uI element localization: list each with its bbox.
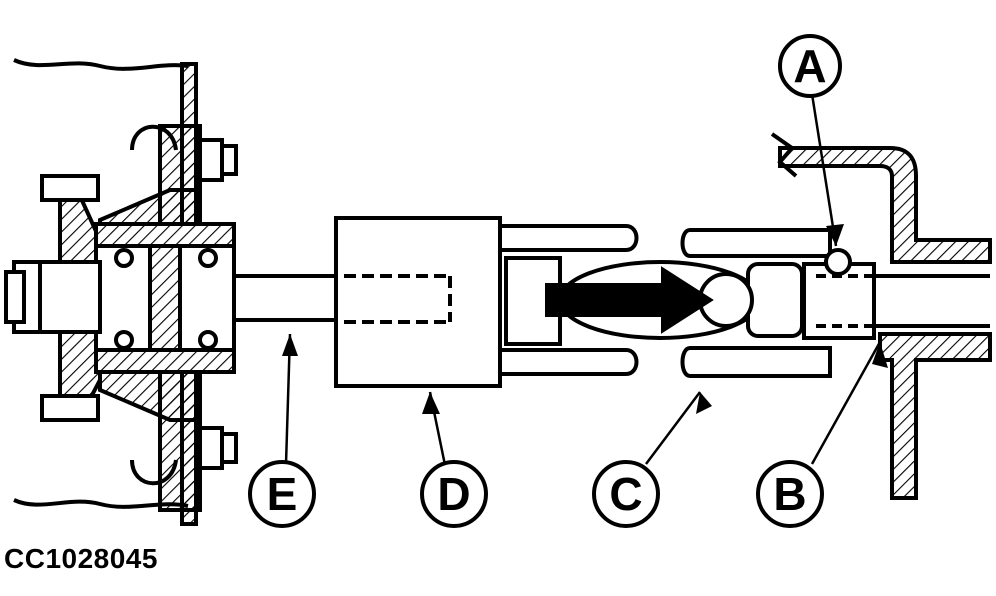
- bearing-block: [94, 222, 236, 374]
- leader-arrowheads: [282, 224, 888, 414]
- hub-bolt-bottom: [198, 426, 238, 470]
- hub-bolt-top: [198, 138, 238, 182]
- callout-e: E: [248, 460, 316, 528]
- callout-c: C: [592, 460, 660, 528]
- drive-shaft: [234, 274, 338, 322]
- coupler-sleeve: [334, 216, 502, 388]
- callout-e-label: E: [267, 468, 298, 520]
- callout-b: B: [756, 460, 824, 528]
- callout-b-label: B: [773, 468, 806, 520]
- spring-pin: [824, 248, 852, 276]
- callout-d-label: D: [437, 468, 470, 520]
- right-gearbox-housing: [770, 132, 992, 500]
- callout-c-label: C: [609, 468, 642, 520]
- callout-a-label: A: [793, 40, 826, 92]
- direction-arrow: [545, 266, 714, 334]
- stub-shaft: [4, 260, 102, 334]
- figure-id-label: CC1028045: [4, 543, 158, 574]
- callout-d: D: [420, 460, 488, 528]
- callout-a: A: [778, 34, 842, 98]
- input-shaft-collar: [802, 262, 990, 340]
